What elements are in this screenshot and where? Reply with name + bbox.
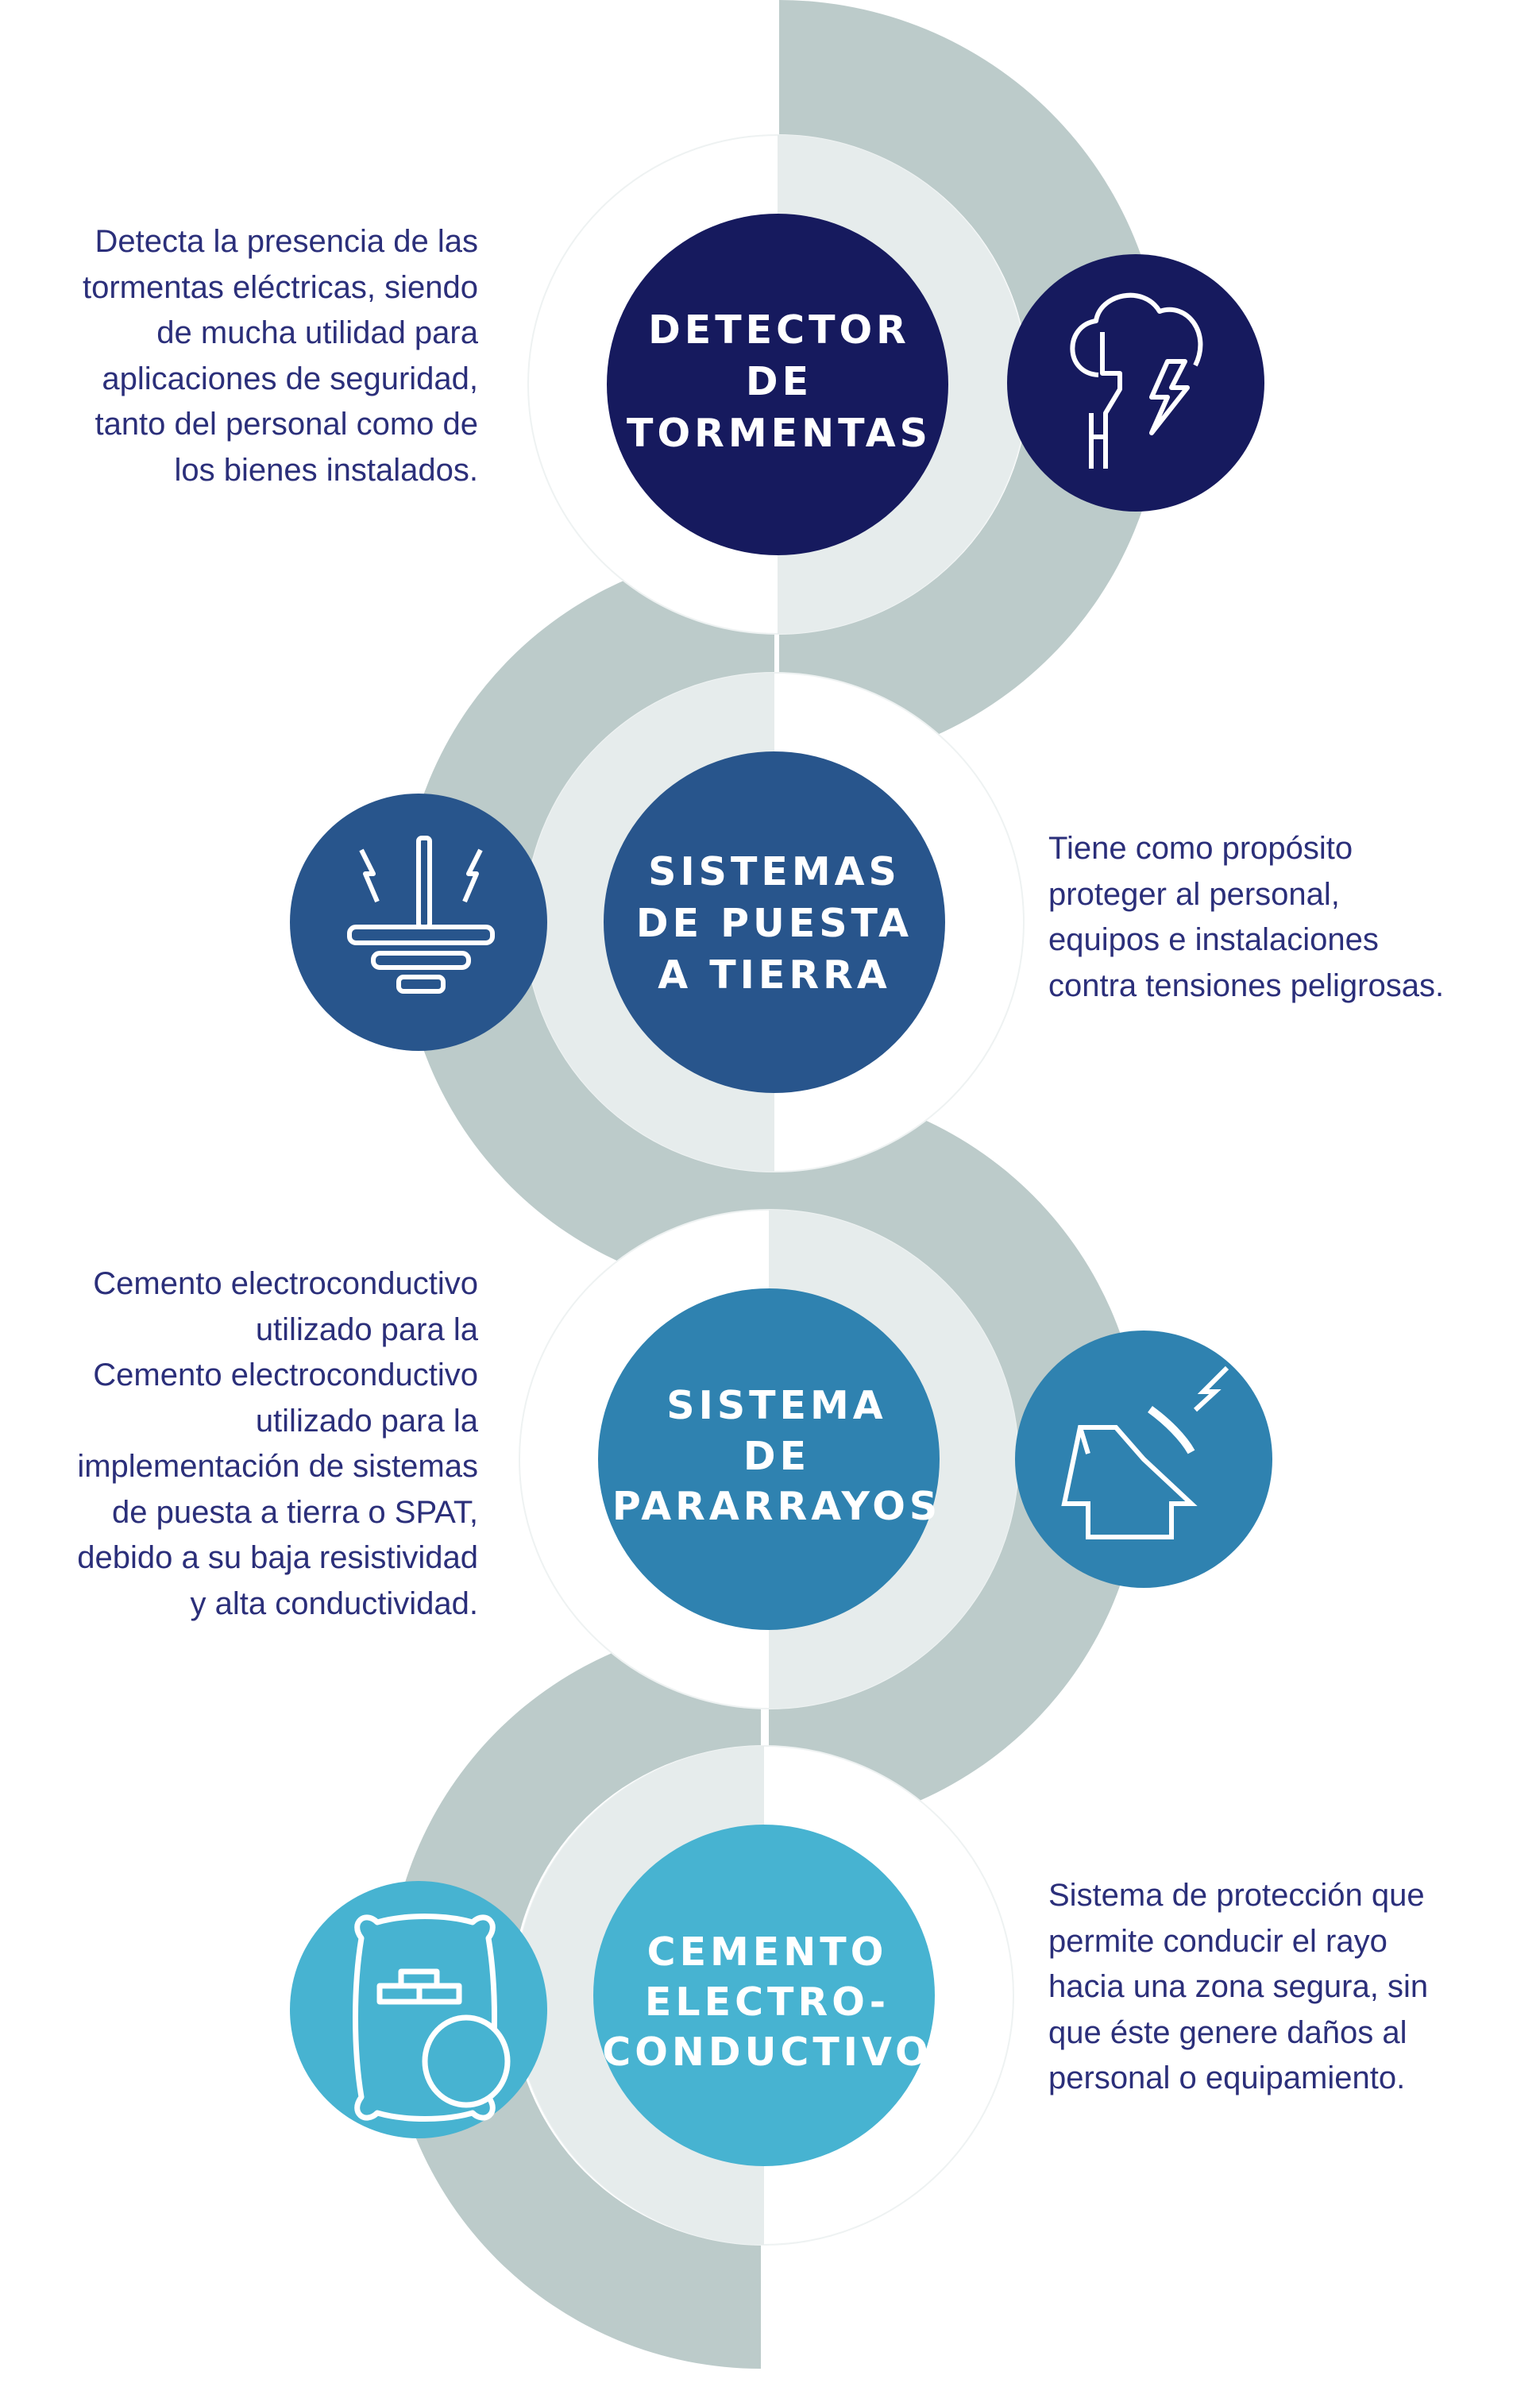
description-line: equipos e instalaciones: [1048, 922, 1379, 957]
band-2: [401, 549, 774, 1296]
node-sistema-de-pararrayos: SISTEMA DE PARARRAYOS: [519, 1209, 1272, 1709]
node-3-title-line: SISTEMA: [666, 1383, 886, 1428]
description-line: Cemento electroconductivo: [93, 1358, 478, 1392]
description-line: utilizado para la: [255, 1403, 478, 1439]
node-sistemas-de-puesta-a-tierra: SISTEMAS DE PUESTA A TIERRA: [290, 672, 1025, 1172]
grounding-lightning-icon: [347, 836, 495, 994]
description-line: de puesta a tierra o SPAT,: [112, 1494, 478, 1530]
description-cemento-electroconductivo: Sistema de protección que permite conduc…: [1048, 1873, 1428, 2102]
description-line: Cemento electroconductivo: [93, 1266, 478, 1301]
description-line: de mucha utilidad para: [156, 315, 478, 350]
description-line: aplicaciones de seguridad,: [102, 361, 478, 396]
node-detector-de-tormentas: DETECTOR DE TORMENTAS: [527, 134, 1264, 635]
description-sistemas-de-puesta-a-tierra: Tiene como propósito proteger al persona…: [1048, 826, 1444, 1009]
icon-circle-4: [290, 1881, 547, 2138]
description-line: y alta conductividad.: [190, 1585, 478, 1621]
description-line: Tiene como propósito: [1048, 831, 1353, 866]
node-1-title-line: TORMENTAS: [627, 411, 932, 456]
description-line: tormentas eléctricas, siendo: [82, 269, 478, 305]
node-2-title-line: DE PUESTA: [636, 901, 913, 946]
node-2-circle: [604, 751, 945, 1093]
node-3-title-line: PARARRAYOS: [612, 1484, 941, 1529]
node-4-title-line: CONDUCTIVO: [602, 2030, 932, 2075]
node-4-title-line: CEMENTO: [647, 1929, 888, 1975]
description-line: personal o equipamiento.: [1048, 2061, 1406, 2095]
description-detector-de-tormentas: Detecta la presencia de las tormentas el…: [83, 219, 478, 493]
description-line: permite conducir el rayo: [1048, 1923, 1388, 1959]
band-4: [388, 1622, 761, 2383]
band-3: [769, 1086, 1142, 1833]
node-2-title-line: A TIERRA: [658, 952, 891, 998]
description-line: hacia una zona segura, sin: [1048, 1969, 1429, 2004]
node-2-title-line: SISTEMAS: [648, 849, 901, 894]
description-line: que éste genere daños al: [1048, 2014, 1407, 2050]
description-line: contra tensiones peligrosas.: [1048, 967, 1445, 1003]
description-line: implementación de sistemas: [77, 1449, 478, 1484]
node-3-circle: [598, 1288, 940, 1630]
node-1-circle: [607, 214, 948, 555]
description-line: utilizado para la: [255, 1311, 478, 1347]
description-line: tanto del personal como de: [95, 407, 478, 442]
description-line: Sistema de protección que: [1048, 1878, 1425, 1913]
description-sistema-de-pararrayos: Cemento electroconductivo utilizado para…: [77, 1261, 478, 1627]
description-line: Detecta la presencia de las: [95, 224, 479, 259]
node-3-title-line: DE: [743, 1434, 810, 1479]
description-line: los bienes instalados.: [174, 452, 478, 488]
description-line: proteger al personal,: [1048, 876, 1340, 912]
node-1-title-line: DE: [746, 359, 812, 404]
node-4-circle: [593, 1825, 935, 2166]
storm-cloud-lightning-icon: [1070, 292, 1203, 469]
house-lightning-rod-icon: [1061, 1365, 1229, 1539]
icon-circle-1: [1007, 254, 1264, 512]
description-line: debido a su baja resistividad: [77, 1540, 478, 1575]
cement-bag-icon: [353, 1914, 511, 2122]
node-4-title-line: ELECTRO-: [645, 1979, 890, 2025]
node-1-title-line: DETECTOR: [648, 307, 910, 353]
band-1: [779, 0, 1164, 769]
